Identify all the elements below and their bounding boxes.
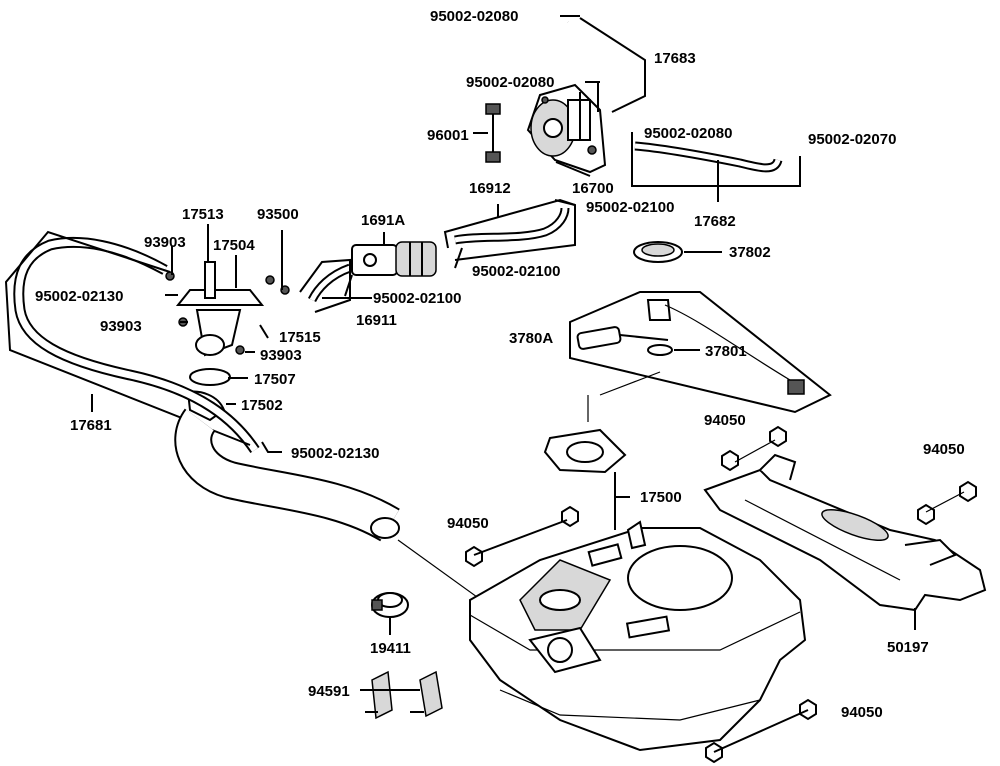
rubber-mounts-94591 bbox=[360, 670, 443, 720]
label-37801: 37801 bbox=[705, 343, 747, 360]
label-50197: 50197 bbox=[887, 639, 929, 656]
nuts-94050 bbox=[465, 425, 977, 764]
label-95002-02130-a: 95002-02130 bbox=[35, 288, 123, 305]
label-94050-b: 94050 bbox=[923, 441, 965, 458]
label-95002-02100-a: 95002-02100 bbox=[586, 199, 674, 216]
label-93903-b: 93903 bbox=[100, 318, 142, 335]
bracket-50197 bbox=[703, 453, 987, 630]
label-37802: 37802 bbox=[729, 244, 771, 261]
leader-lines bbox=[165, 15, 600, 453]
bolt-96001 bbox=[473, 103, 501, 163]
label-17502: 17502 bbox=[241, 397, 283, 414]
fuel-pump-16700 bbox=[526, 83, 607, 174]
label-19411: 19411 bbox=[370, 640, 411, 657]
label-93500: 93500 bbox=[257, 206, 299, 223]
fuel-tank-17500 bbox=[469, 520, 807, 752]
label-94050-a: 94050 bbox=[704, 412, 746, 429]
label-17513: 17513 bbox=[182, 206, 224, 223]
label-95002-02080-mid: 95002-02080 bbox=[466, 74, 554, 91]
hose-16911 bbox=[299, 258, 372, 313]
label-1691A: 1691A bbox=[361, 212, 405, 229]
label-95002-02080-top: 95002-02080 bbox=[430, 8, 518, 25]
clamp-19411 bbox=[371, 592, 409, 635]
label-17683: 17683 bbox=[654, 50, 696, 67]
label-17681: 17681 bbox=[70, 417, 112, 434]
label-3780A: 3780A bbox=[509, 330, 553, 347]
label-95002-02080-right: 95002-02080 bbox=[644, 125, 732, 142]
label-95002-02070: 95002-02070 bbox=[808, 131, 896, 148]
label-17507: 17507 bbox=[254, 371, 296, 388]
label-17504: 17504 bbox=[213, 237, 255, 254]
hose-17682 bbox=[631, 132, 801, 202]
hose-17683 bbox=[566, 17, 646, 115]
fuel-filter-1691A bbox=[351, 232, 437, 277]
label-16911: 16911 bbox=[356, 312, 397, 329]
ring-37802 bbox=[633, 241, 722, 263]
label-96001: 96001 bbox=[427, 127, 469, 144]
label-17500: 17500 bbox=[640, 489, 682, 506]
tank-flange-seal bbox=[543, 428, 630, 530]
label-95002-02100-c: 95002-02100 bbox=[373, 290, 461, 307]
part-labels: 95002-02080 17683 95002-02080 96001 9500… bbox=[35, 8, 965, 721]
breather-hose-17681 bbox=[4, 230, 260, 454]
label-16700: 16700 bbox=[572, 180, 614, 197]
label-94050-d: 94050 bbox=[841, 704, 883, 721]
label-95002-02100-b: 95002-02100 bbox=[472, 263, 560, 280]
label-94591: 94591 bbox=[308, 683, 350, 700]
label-17682: 17682 bbox=[694, 213, 736, 230]
label-16912: 16912 bbox=[469, 180, 511, 197]
hose-16912 bbox=[443, 198, 576, 261]
label-95002-02130-b: 95002-02130 bbox=[291, 445, 379, 462]
label-93903-a: 93903 bbox=[144, 234, 186, 251]
label-93903-c: 93903 bbox=[260, 347, 302, 364]
label-17515: 17515 bbox=[279, 329, 321, 346]
label-94050-c: 94050 bbox=[447, 515, 489, 532]
fuel-gauge-3780A bbox=[569, 291, 832, 422]
